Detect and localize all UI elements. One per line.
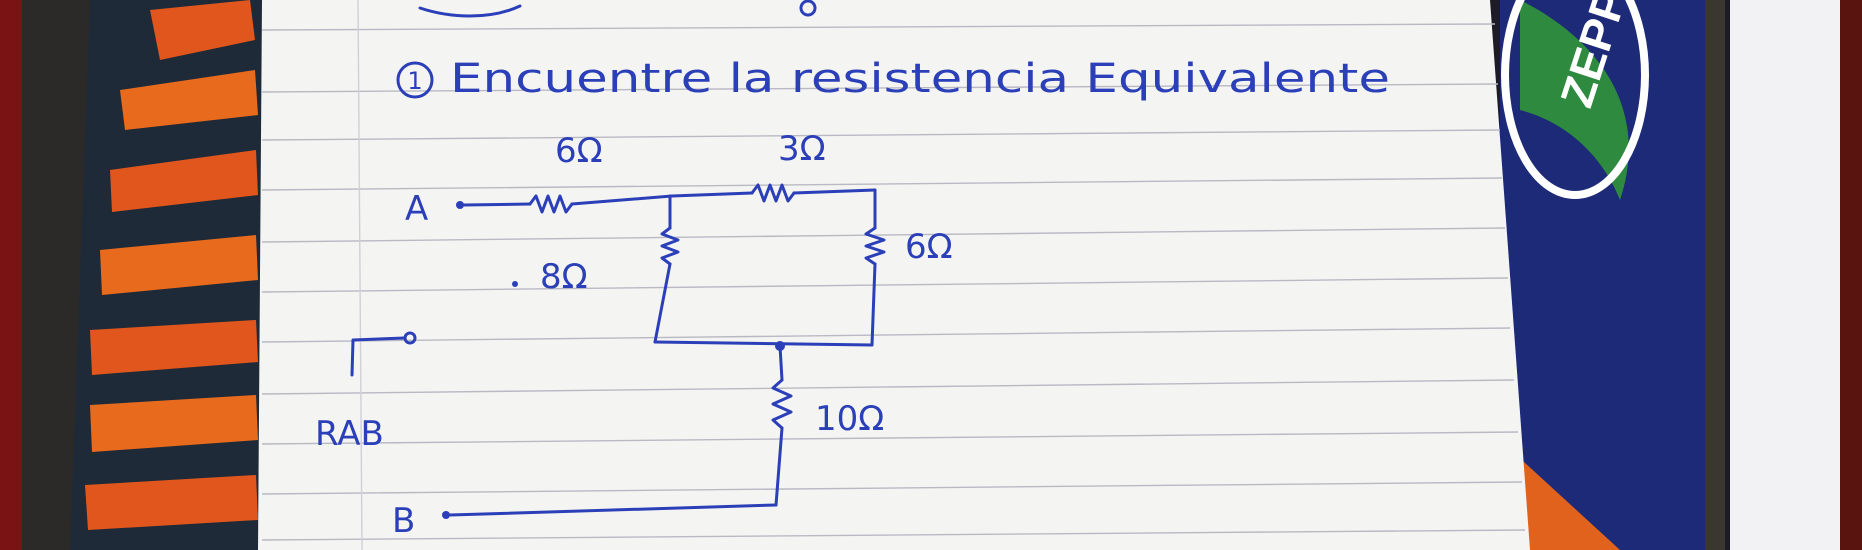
problem-prompt: Encuentre la resistencia Equivalente [450, 56, 1390, 102]
circuit-wires [350, 183, 886, 519]
resistor-10ohm [771, 378, 793, 430]
bullet-dot [512, 281, 518, 287]
resistor-r1-label: 6Ω [555, 131, 603, 171]
resistor-r5-label: 10Ω [815, 399, 884, 439]
resistor-3ohm [750, 183, 796, 203]
top-scribble-circle [799, 0, 817, 17]
right-cover [1480, 0, 1862, 550]
resistor-8ohm [660, 226, 680, 266]
resistor-r3-label: 8Ω [540, 257, 588, 297]
terminal-a-label: A [405, 189, 428, 229]
resistor-r2-label: 3Ω [778, 129, 826, 169]
resistor-6ohm-top [528, 194, 574, 214]
terminal-b-label: B [392, 501, 415, 541]
resistor-r4-label: 6Ω [905, 227, 953, 267]
problem-number: 1 [396, 61, 434, 99]
top-scribble [418, 4, 522, 18]
ruled-lines [261, 0, 1526, 550]
unknown-rab-label: RAB [315, 414, 384, 454]
left-cover [0, 0, 265, 550]
resistor-6ohm-right [864, 226, 886, 266]
svg-text:1: 1 [407, 67, 422, 95]
